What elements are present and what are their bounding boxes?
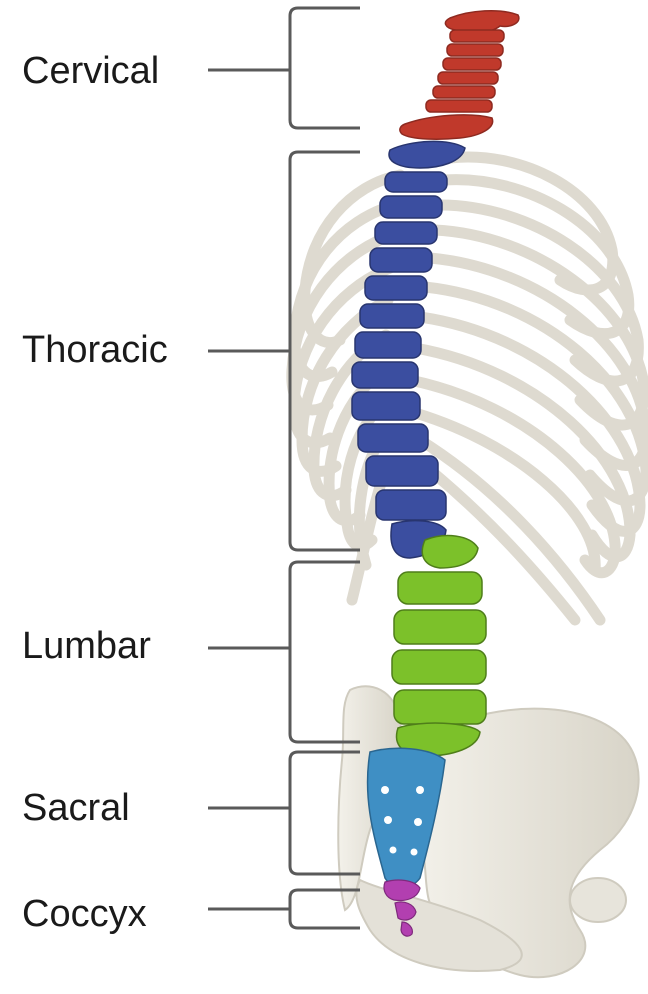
coccyx-label: Coccyx — [22, 895, 147, 933]
sacral-foramen — [381, 786, 389, 794]
cervical-bracket — [290, 8, 360, 128]
thoracic-label: Thoracic — [22, 331, 168, 369]
sacral-foramen — [390, 847, 397, 854]
sacral-label: Sacral — [22, 789, 130, 827]
lumbar-label: Lumbar — [22, 627, 151, 665]
cervical-label: Cervical — [22, 52, 159, 90]
sacral-foramen — [416, 786, 424, 794]
sacral-foramen — [384, 816, 392, 824]
cervical-vertebrae — [400, 11, 519, 139]
lumbar-vertebrae — [392, 536, 486, 756]
sacral-foramen — [414, 818, 422, 826]
sacral-foramen — [411, 849, 418, 856]
